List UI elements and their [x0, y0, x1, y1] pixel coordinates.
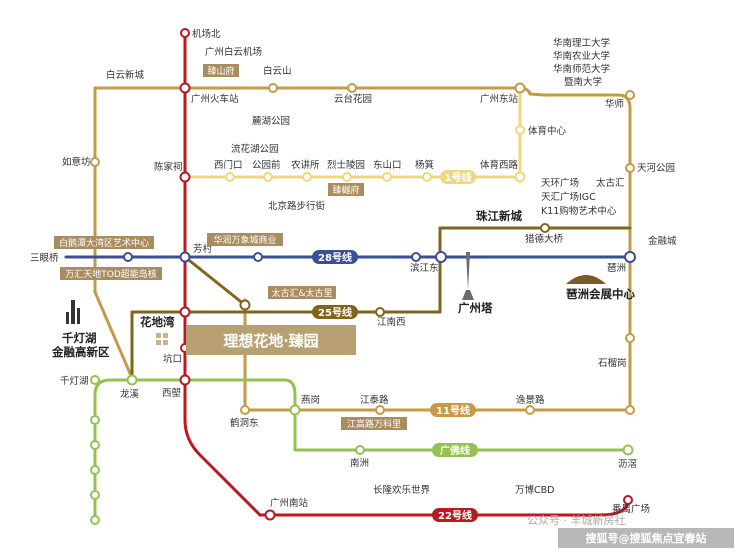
station-lhhgy: 流花湖公园 — [231, 143, 279, 155]
station-bysc: 白云新城 — [106, 69, 145, 81]
station-pzhz: 琶洲会展中心 — [566, 287, 635, 301]
svg-text:白鹅潭大湾区艺术中心: 白鹅潭大湾区艺术中心 — [59, 237, 149, 249]
station-gyq: 公园前 — [252, 159, 281, 171]
station-gzt: 广州塔 — [458, 301, 493, 315]
station-lx: 龙溪 — [120, 388, 140, 400]
svg-text:万汇天地TOD超能岛核: 万汇天地TOD超能岛核 — [65, 268, 157, 280]
project-grid-icon — [156, 333, 168, 345]
station-hs: 华师 — [605, 98, 624, 110]
station-jrc: 金融城 — [648, 235, 677, 247]
tag-hrwx: 华润万象城商业 — [207, 233, 283, 246]
station-xmk: 西门口 — [214, 159, 243, 171]
area-qdhjr-1: 千灯湖 — [62, 331, 97, 345]
svg-text:25号线: 25号线 — [318, 306, 352, 319]
line-22-badge: 22号线 — [432, 508, 478, 522]
station-pygc: 番禺广场 — [612, 503, 650, 515]
tag-jgwkl: 江高路万科里 — [341, 417, 407, 430]
station-hnlg: 华南理工大学 — [553, 37, 610, 49]
line-3-path — [183, 31, 262, 517]
station-njs: 农讲所 — [291, 159, 320, 171]
station-wbcbd: 万博CBD — [515, 484, 554, 496]
station-tyzx: 体育中心 — [528, 125, 567, 137]
tag-tghtgl: 太古汇&太古里 — [268, 286, 336, 299]
area-qdhjr-2: 金融高新区 — [51, 345, 110, 359]
tag-zsf: 臻山府 — [203, 64, 239, 77]
station-qdh: 千灯湖 — [60, 376, 89, 387]
station-hdd: 鹤洞东 — [230, 417, 259, 429]
station-nz: 南洲 — [350, 457, 369, 469]
station-lj: 沥滘 — [618, 459, 637, 470]
svg-text:华润万象城商业: 华润万象城商业 — [213, 234, 276, 246]
station-kk: 坑口 — [163, 353, 182, 365]
svg-text:臻山府: 臻山府 — [207, 65, 234, 77]
station-jnu: 暨南大学 — [564, 76, 602, 88]
station-lslys: 烈士陵园 — [327, 159, 365, 171]
station-smq: 三眼桥 — [30, 252, 59, 264]
station-tfgc: 天环广场 — [541, 177, 579, 189]
line-1-badge: 1号线 — [440, 170, 476, 184]
tag-zyf: 臻樾府 — [328, 183, 364, 196]
canton-tower-icon — [462, 252, 474, 300]
svg-text:22号线: 22号线 — [438, 509, 472, 522]
station-k11: K11购物艺术中心 — [541, 205, 617, 217]
svg-text:28号线: 28号线 — [318, 251, 352, 264]
svg-text:搜狐号@搜狐焦点宜春站: 搜狐号@搜狐焦点宜春站 — [586, 531, 707, 545]
station-gzdz: 广州东站 — [480, 93, 519, 105]
line-11-badge: 11号线 — [430, 403, 476, 417]
station-yjl: 逸景路 — [516, 394, 545, 406]
station-tyxl: 体育西路 — [480, 159, 519, 171]
station-jcb: 机场北 — [192, 28, 221, 40]
svg-text:11号线: 11号线 — [436, 404, 470, 417]
station-ldqq: 猎德大桥 — [525, 233, 564, 245]
station-ryf: 如意坊 — [62, 156, 91, 168]
station-gznz: 广州南站 — [270, 497, 309, 509]
station-slg: 石榴岗 — [598, 357, 627, 369]
station-bjdq: 滨江东 — [410, 262, 439, 274]
station-thgc: 天汇广场IGC — [541, 191, 596, 203]
station-gzbyjc: 广州白云机场 — [205, 46, 262, 58]
svg-text:太古汇&太古里: 太古汇&太古里 — [271, 287, 332, 299]
station-yg: 燕岗 — [301, 394, 320, 406]
station-thgy: 天河公园 — [637, 162, 675, 174]
svg-text:1号线: 1号线 — [445, 171, 472, 184]
line-brown-diag — [183, 255, 247, 307]
station-pz: 琶洲 — [607, 263, 626, 274]
station-clhlsj: 长隆欢乐世界 — [373, 484, 431, 496]
station-zjxc: 珠江新城 — [476, 209, 522, 223]
station-lhgy: 麓湖公园 — [252, 115, 290, 127]
station-dots — [90, 28, 636, 525]
tag-wht: 万汇天地TOD超能岛核 — [60, 267, 162, 280]
line-25-path — [130, 226, 632, 380]
station-dsk: 东山口 — [373, 159, 402, 171]
station-tgh: 太古汇 — [596, 177, 625, 189]
station-bys: 白云山 — [263, 65, 292, 77]
svg-text:江高路万科里: 江高路万科里 — [347, 418, 401, 430]
svg-text:广佛线: 广佛线 — [440, 444, 470, 457]
station-jtl: 江泰路 — [360, 394, 389, 406]
station-hnsf: 华南师范大学 — [553, 63, 610, 75]
exhibition-center-icon — [566, 275, 606, 284]
station-yj: 杨箕 — [415, 159, 434, 171]
line-25-badge: 25号线 — [312, 305, 358, 319]
qiandenghu-icon — [66, 300, 80, 324]
line-28-badge: 28号线 — [312, 250, 358, 264]
station-ytgy: 云台花园 — [334, 93, 372, 105]
tag-bet: 白鹅潭大湾区艺术中心 — [54, 236, 154, 249]
svg-text:臻樾府: 臻樾府 — [332, 184, 359, 196]
project-name: 理想花地·臻园 — [223, 332, 318, 350]
station-jnx: 江南西 — [377, 316, 406, 328]
station-xl: 西塱 — [162, 387, 181, 399]
station-gzhcz: 广州火车站 — [191, 93, 239, 105]
station-hnny: 华南农业大学 — [553, 50, 610, 62]
station-bjlbxj: 北京路步行街 — [268, 200, 326, 212]
station-cjc: 陈家祠 — [154, 161, 183, 173]
line-gf-path — [93, 378, 630, 522]
project-banner: 理想花地·臻园 — [186, 325, 356, 355]
watermark-wechat: 公众号 · 羊城新房社 — [527, 513, 626, 527]
station-hdw: 花地湾 — [140, 315, 175, 329]
watermark-source: 搜狐号@搜狐焦点宜春站 — [558, 528, 734, 548]
line-gf-badge: 广佛线 — [432, 443, 478, 457]
